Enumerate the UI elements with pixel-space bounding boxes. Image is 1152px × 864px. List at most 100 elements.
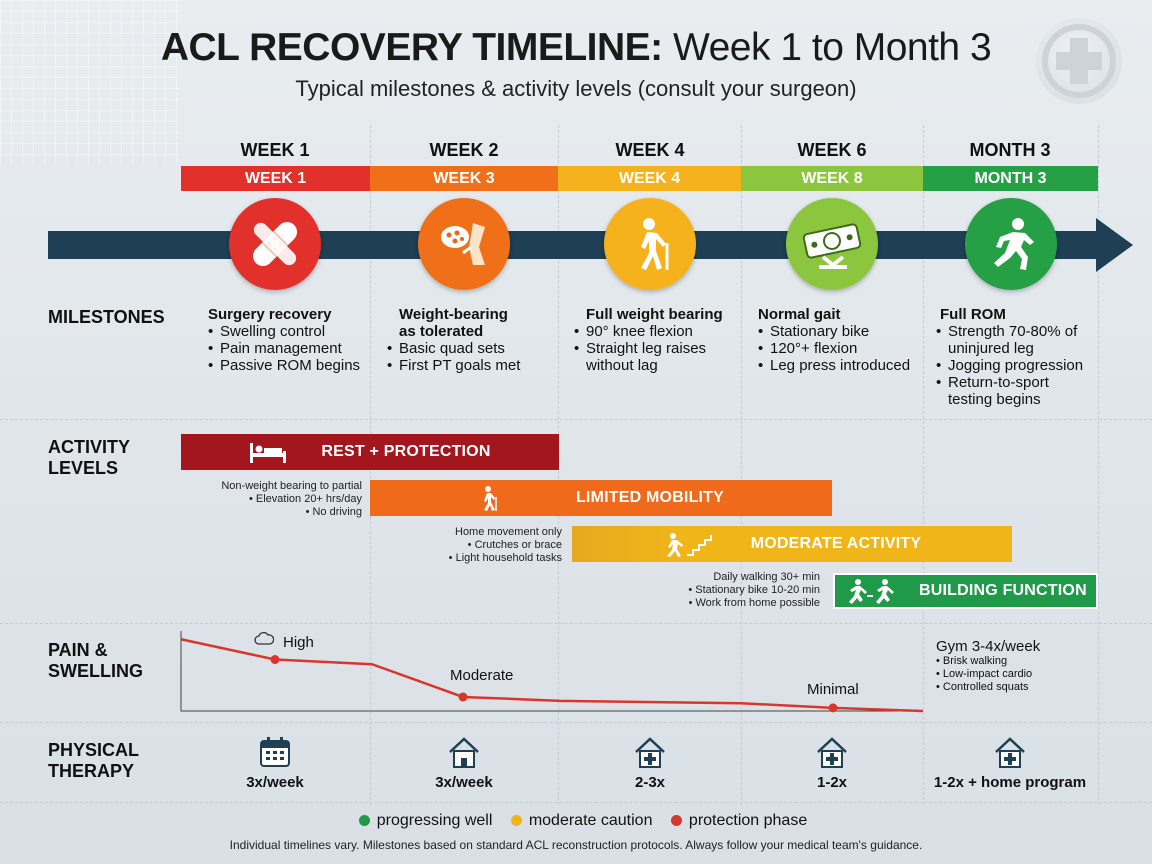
pain-label-minimal: Minimal [807,681,859,698]
milestone-item: Passive ROM begins [208,357,360,374]
pain-point-moderate [458,692,468,702]
pain-chart-axes [180,631,923,712]
therapy-frequency-month-3: 1-2x + home program [933,774,1087,791]
pain-point-minimal [828,703,838,713]
gym-item: • Brisk walking [936,655,1008,667]
row-label-therapy-line-1: PHYSICAL [48,740,140,760]
legend-label: progressing well [376,812,493,829]
home-icon [446,734,482,770]
title-bold: ACL RECOVERY TIMELINE: [160,26,663,69]
activity-notes-limited: Home movement only • Crutches or brace •… [400,526,562,565]
activity-note: Daily walking 30+ min [713,571,820,583]
gym-item: • Low-impact cardio [936,668,1033,680]
pain-swelling-chart [180,631,923,713]
week-band-4: WEEK 8 [741,166,923,191]
activity-bar-limited: LIMITED MOBILITY [370,480,832,516]
legend-label: protection phase [688,812,808,829]
row-divider [0,419,1152,420]
milestone-heading: Normal gait [758,306,841,323]
row-label-activity-line-1: ACTIVITY [48,437,131,457]
milestone-item-continued: without lag [574,357,723,374]
week-heading-5: MONTH 3 [969,140,1051,160]
row-label-pain: PAIN & SWELLING [48,640,143,682]
pain-label-moderate: Moderate [450,667,514,684]
running-person-icon [965,198,1057,290]
milestone-month-3: Full ROM Strength 70-80% of uninjured le… [936,306,1083,408]
pain-point-high [270,655,280,665]
activity-note: • Stationary bike 10-20 min [688,584,820,596]
activity-note: • No driving [305,506,362,518]
activity-note: • Work from home possible [688,597,820,609]
week-band-2: WEEK 3 [370,166,558,191]
therapy-frequency-week-4: 2-3x [634,774,666,791]
column-divider [1098,125,1099,805]
milestone-item: Jogging progression [936,357,1083,374]
home-medical-icon [632,734,668,770]
row-label-activity: ACTIVITY LEVELS [48,437,130,479]
activity-note: Home movement only [455,526,562,538]
row-divider [0,802,1152,803]
row-label-pain-line-2: SWELLING [48,661,143,681]
milestone-item: Return-to-sport [936,374,1083,391]
activity-note: Non-weight bearing to partial [221,480,362,492]
background-grid [0,0,180,165]
milestone-week-6: Normal gait Stationary bike 120°+ flexio… [758,306,910,374]
legend: progressing well moderate caution protec… [0,812,1152,830]
activity-notes-rest: Non-weight bearing to partial • Elevatio… [190,480,362,519]
legend-dot-yellow [510,815,522,826]
week-heading-3: WEEK 4 [615,140,685,160]
milestone-week-2: Weight-bearing as tolerated Basic quad s… [387,306,520,374]
footer-disclaimer: Individual timelines vary. Milestones ba… [229,838,923,852]
medical-cross-logo-icon [1036,18,1122,104]
milestone-week-1: Surgery recovery Swelling control Pain m… [208,306,360,374]
row-label-activity-line-2: LEVELS [48,458,119,478]
legend-dot-green [358,815,370,826]
pain-label-high: High [283,634,314,651]
week-band-3: WEEK 4 [558,166,741,191]
crutch-walker-icon [478,485,500,511]
therapy-frequency-week-1: 3x/week [246,774,304,791]
week-heading-1: WEEK 1 [240,140,310,160]
milestone-item: Straight leg raises [574,340,723,357]
page-subtitle: Typical milestones & activity levels (co… [295,76,857,101]
milestone-item: 120°+ flexion [758,340,910,357]
activity-note: • Crutches or brace [467,539,562,551]
calendar-icon [257,734,293,770]
gym-item: • Controlled squats [936,681,1029,693]
milestone-item: Pain management [208,340,360,357]
column-divider [741,125,742,805]
milestone-heading: Surgery recovery [208,306,332,323]
home-medical-icon [992,734,1028,770]
legend-label: moderate caution [528,812,653,829]
week-heading-4: WEEK 6 [797,140,867,160]
timeline-arrow-head [1096,218,1133,272]
milestone-item: Leg press introduced [758,357,910,374]
row-label-milestones: MILESTONES [48,307,165,327]
row-divider [0,722,1152,723]
activity-bar-rest: REST + PROTECTION [181,434,559,470]
bandage-icon [229,198,321,290]
milestone-item: Stationary bike [758,323,910,340]
milestone-item: Basic quad sets [387,340,520,357]
milestone-heading: as tolerated [399,323,484,340]
home-medical-icon [814,734,850,770]
knee-brace-icon [418,198,510,290]
activity-bar-building-label: BUILDING FUNCTION [919,582,1087,599]
activity-notes-moderate: Daily walking 30+ min • Stationary bike … [640,571,820,610]
milestone-week-4: Full weight bearing 90° knee flexion Str… [574,306,723,374]
activity-note: • Elevation 20+ hrs/day [248,493,362,505]
milestone-item: First PT goals met [387,357,520,374]
activity-bar-moderate: MODERATE ACTIVITY [572,526,1012,562]
activity-bar-limited-label: LIMITED MOBILITY [575,489,725,506]
row-label-pain-line-1: PAIN & [48,640,108,660]
gym-heading: Gym 3-4x/week [936,638,1041,655]
pain-trend-line [180,638,923,713]
cloud-icon [254,631,275,651]
activity-bar-moderate-label: MODERATE ACTIVITY [750,535,922,552]
milestone-item: testing begins [948,391,1041,408]
milestone-item: Swelling control [208,323,360,340]
milestone-item-text: without lag [586,357,658,374]
runners-icon [847,578,899,604]
row-label-therapy: PHYSICAL THERAPY [48,740,139,782]
gym-notes: Gym 3-4x/week • Brisk walking • Low-impa… [936,638,1040,694]
